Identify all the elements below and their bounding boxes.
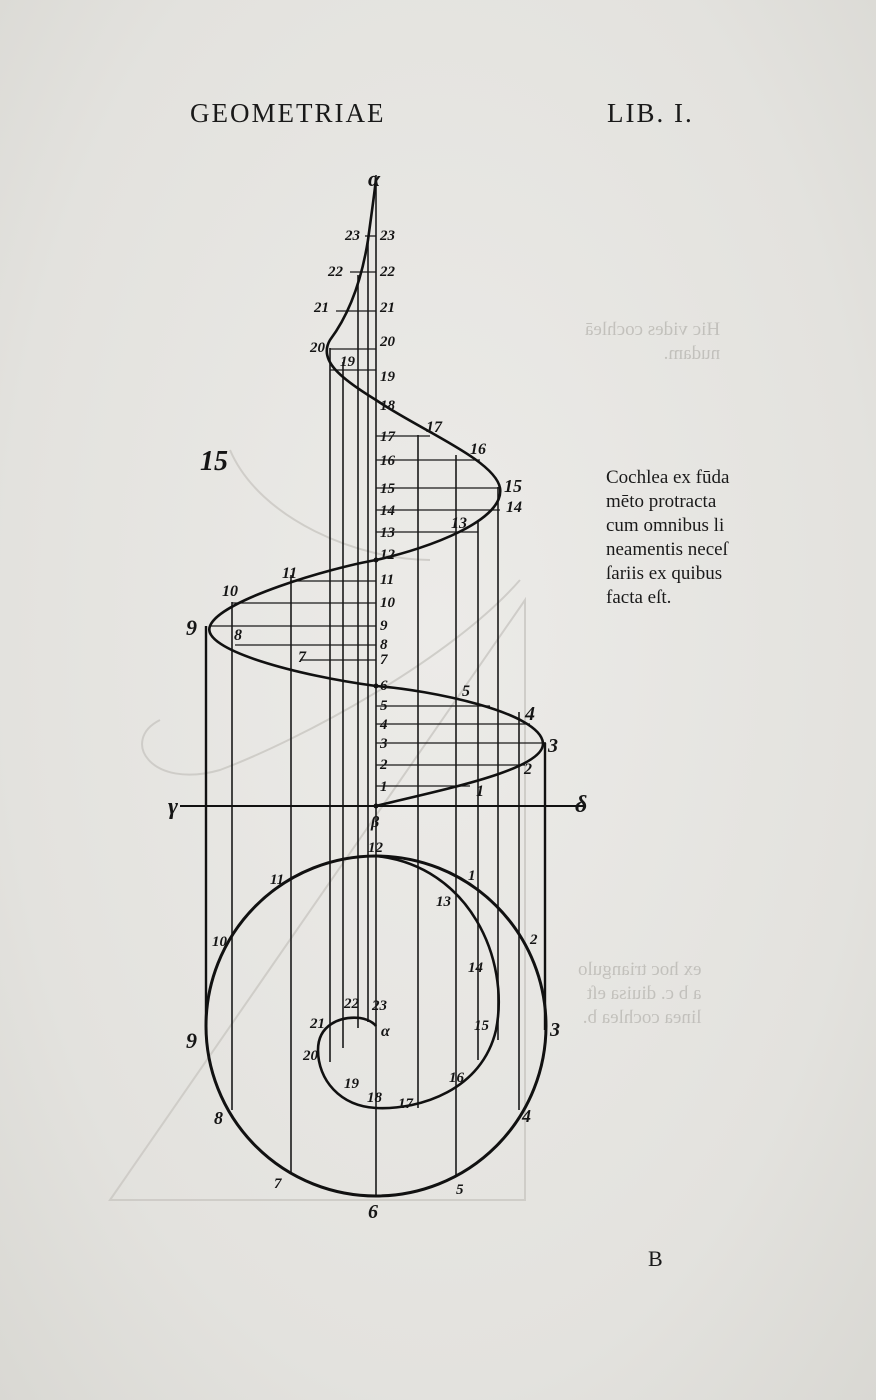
helix-label: 4 (524, 703, 535, 725)
helix-label: 15 (504, 476, 522, 496)
caption-line: Cochlea ex fūda (606, 467, 730, 488)
running-title: GEOMETRIAE (190, 98, 386, 128)
ladder-label: 11 (380, 572, 394, 588)
ladder-label: 10 (380, 595, 396, 611)
ladder-label: 14 (380, 503, 396, 519)
show-through-figure (108, 449, 526, 1201)
ladder-label: 19 (380, 369, 396, 385)
center-label: β (370, 814, 380, 831)
circle-label: 3 (549, 1019, 560, 1041)
helix-label: 8 (234, 627, 242, 644)
ladder-label: 13 (380, 525, 396, 541)
ladder-label: 23 (344, 228, 361, 244)
ladder-label: 9 (380, 618, 388, 634)
circle-label: 2 (529, 932, 538, 948)
spiral-label: 13 (436, 894, 452, 910)
helix-label: 13 (451, 515, 467, 532)
ladder-label: 16 (380, 453, 396, 469)
spiral-label: 19 (344, 1076, 360, 1092)
right-ladder: 1 2 3 4 5 6 7 8 9 10 11 12 13 14 15 16 1… (379, 228, 396, 795)
baseline-left-label: γ (168, 794, 178, 820)
helix-label: 1 (476, 783, 484, 800)
figure-caption: Cochlea ex fūda mēto protracta cum omnib… (606, 466, 786, 610)
circle-label: 1 (468, 868, 476, 884)
caption-line: cum omnibus li (606, 515, 725, 536)
ladder-label: 8 (380, 637, 388, 653)
ladder-label: 6 (380, 678, 388, 694)
caption-line: facta eſt. (606, 587, 672, 608)
ladder-label: 19 (340, 354, 356, 370)
spiral-labels: 13 14 15 16 17 18 19 20 21 22 23 (302, 894, 490, 1112)
ladder-label: 4 (379, 717, 388, 733)
helix-label: 3 (547, 735, 558, 757)
circle-label: 11 (270, 872, 284, 888)
left-ladder: 19 20 21 22 23 (309, 228, 361, 370)
ladder-label: 1 (380, 779, 388, 795)
ladder-label: 12 (380, 547, 396, 563)
circle-label: 9 (186, 1028, 197, 1053)
helix-label: 17 (426, 419, 443, 436)
apex-label: α (368, 166, 381, 191)
ladder-label: 7 (380, 652, 388, 668)
circle-label: 10 (212, 934, 228, 950)
circle-label: 8 (214, 1108, 223, 1128)
helix-label: 5 (462, 683, 470, 700)
caption-line: neamentis neceſ (606, 539, 728, 560)
spiral-label: 22 (343, 996, 360, 1012)
circle-label: 12 (368, 840, 384, 856)
ladder-label: 5 (380, 698, 388, 714)
book-number: LIB. I. (607, 98, 694, 128)
spiral-label: 14 (468, 960, 484, 976)
ladder-label: 22 (379, 264, 396, 280)
circle-labels: 1 2 3 4 5 6 7 8 9 10 11 12 (186, 840, 560, 1223)
ladder-label: 2 (379, 757, 388, 773)
spiral-label: 18 (367, 1090, 383, 1106)
caption-line: mēto protracta (606, 491, 717, 512)
running-header: GEOMETRIAE LIB. I. (190, 98, 790, 138)
ladder-label: 21 (313, 300, 329, 316)
side-number-label: 15 (200, 446, 228, 477)
ladder-label: 18 (380, 398, 396, 414)
circle-label: 6 (368, 1201, 378, 1223)
vertical-lines (205, 175, 546, 1196)
helix-label: 11 (282, 565, 297, 582)
helix-label: 9 (186, 615, 197, 640)
circle-label: 7 (274, 1176, 282, 1192)
spiral-label: 15 (474, 1018, 490, 1034)
ladder-label: 20 (309, 340, 326, 356)
label-dots (373, 557, 379, 809)
spiral-label: 23 (371, 998, 388, 1014)
circle-label: 5 (456, 1182, 464, 1198)
ladder-label: 22 (327, 264, 344, 280)
circle-label: 4 (521, 1106, 531, 1126)
ladder-label: 20 (379, 334, 396, 350)
spiral-label: 21 (309, 1016, 325, 1032)
ladder-label: 3 (379, 736, 388, 752)
baseline-right-label: δ (575, 792, 587, 818)
signature-mark: B (648, 1246, 663, 1271)
helix-label: 7 (298, 649, 307, 666)
spiral-label: 17 (398, 1096, 414, 1112)
inner-spiral (316, 854, 500, 1110)
helix-label: 14 (506, 499, 522, 516)
horizontal-rungs (210, 235, 543, 787)
caption-line: ſariis ex quibus (606, 563, 723, 584)
helix-label: 16 (470, 441, 486, 458)
ladder-label: 15 (380, 481, 396, 497)
helix-labels: 1 2 3 4 5 7 8 9 10 11 13 14 15 16 17 (186, 419, 558, 800)
helix-label: 10 (222, 583, 238, 600)
inner-center-label: α (381, 1023, 391, 1040)
spiral-label: 20 (302, 1048, 319, 1064)
helix-label: 2 (523, 761, 532, 778)
spiral-label: 16 (449, 1070, 465, 1086)
ladder-label: 21 (379, 300, 395, 316)
ladder-label: 17 (380, 429, 396, 445)
ladder-label: 23 (379, 228, 396, 244)
